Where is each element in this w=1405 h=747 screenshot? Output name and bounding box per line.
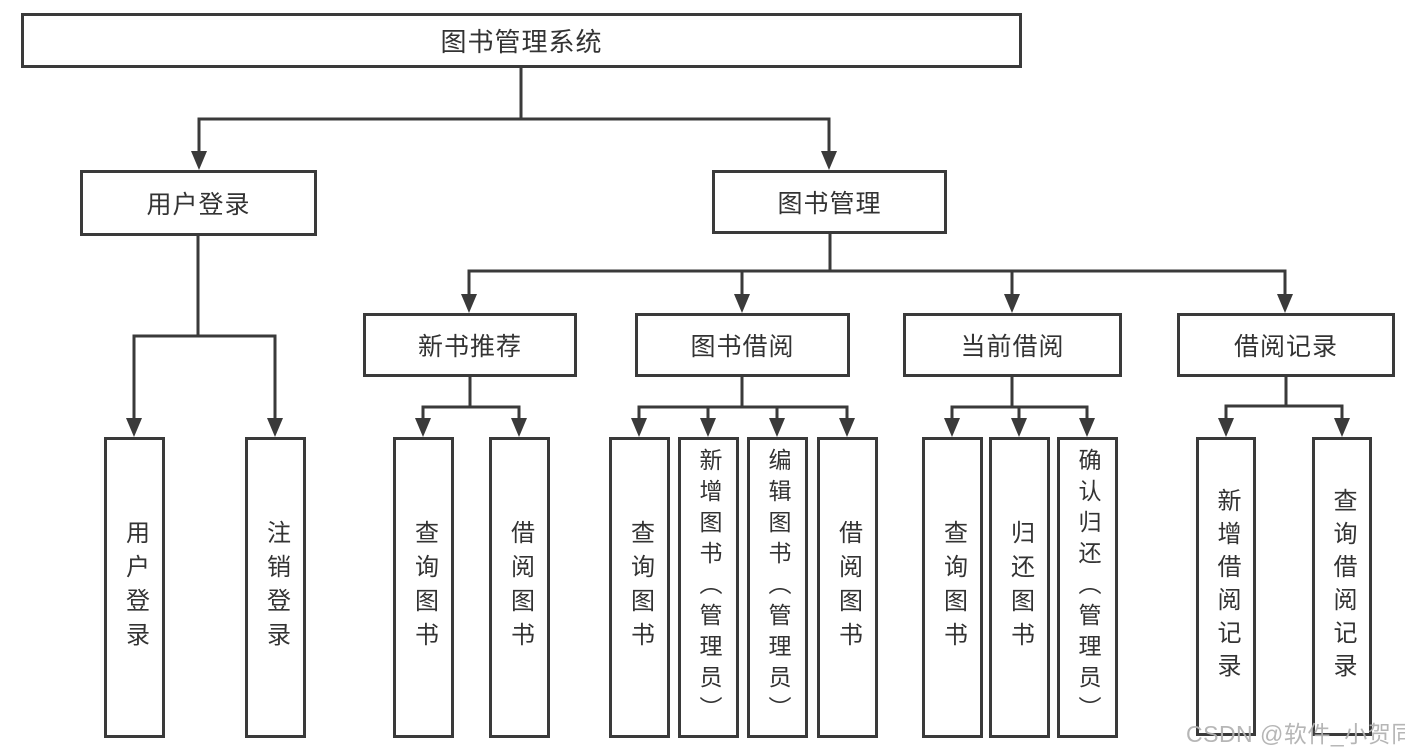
node-current-borrow: 当前借阅	[903, 313, 1122, 377]
node-label: 查询图书	[939, 519, 967, 656]
node-query-books-current: 查询图书	[922, 437, 983, 738]
node-label: 图书管理	[777, 190, 882, 218]
node-add-books-admin: 新增图书（管理员）	[678, 437, 739, 738]
node-user-login: 用户登录	[80, 170, 317, 236]
node-label: 图书管理系统	[440, 27, 603, 57]
node-query-books-borrow: 查询图书	[609, 437, 670, 738]
node-new-book-recommend: 新书推荐	[363, 313, 577, 377]
node-borrow-books: 借阅图书	[817, 437, 878, 738]
node-edit-books-admin: 编辑图书（管理员）	[747, 437, 808, 738]
node-label: 图书借阅	[690, 333, 795, 361]
node-confirm-return-admin: 确认归还（管理员）	[1057, 437, 1118, 738]
node-logout: 注销登录	[245, 437, 306, 738]
node-label: 借阅图书	[834, 519, 862, 656]
node-label: 查询图书	[410, 519, 438, 656]
node-label: 新增借阅记录	[1213, 487, 1240, 686]
node-return-books: 归还图书	[989, 437, 1050, 738]
node-user-login-leaf: 用户登录	[104, 437, 165, 738]
node-label: 注销登录	[262, 519, 290, 656]
node-query-books-recommend: 查询图书	[393, 437, 454, 738]
node-query-borrow-record: 查询借阅记录	[1312, 437, 1372, 736]
node-label: 查询图书	[626, 519, 654, 656]
watermark: CSDN @软件_小贺同学	[1186, 721, 1405, 747]
node-label: 新书推荐	[417, 333, 522, 361]
node-label: 查询借阅记录	[1329, 487, 1356, 686]
node-label: 编辑图书（管理员）	[765, 448, 791, 727]
node-label: 借阅图书	[506, 519, 534, 656]
node-library-management-system: 图书管理系统	[21, 13, 1022, 68]
node-borrow-books-recommend: 借阅图书	[489, 437, 550, 738]
node-label: 用户登录	[121, 519, 149, 656]
node-label: 归还图书	[1006, 519, 1034, 656]
node-add-borrow-record: 新增借阅记录	[1196, 437, 1256, 736]
node-borrow-records: 借阅记录	[1177, 313, 1395, 377]
node-label: 确认归还（管理员）	[1075, 448, 1101, 727]
node-book-borrow: 图书借阅	[635, 313, 850, 377]
node-label: 当前借阅	[960, 333, 1065, 361]
node-label: 用户登录	[146, 191, 251, 219]
node-label: 借阅记录	[1233, 333, 1338, 361]
node-book-management: 图书管理	[712, 170, 947, 234]
node-label: 新增图书（管理员）	[696, 448, 722, 727]
